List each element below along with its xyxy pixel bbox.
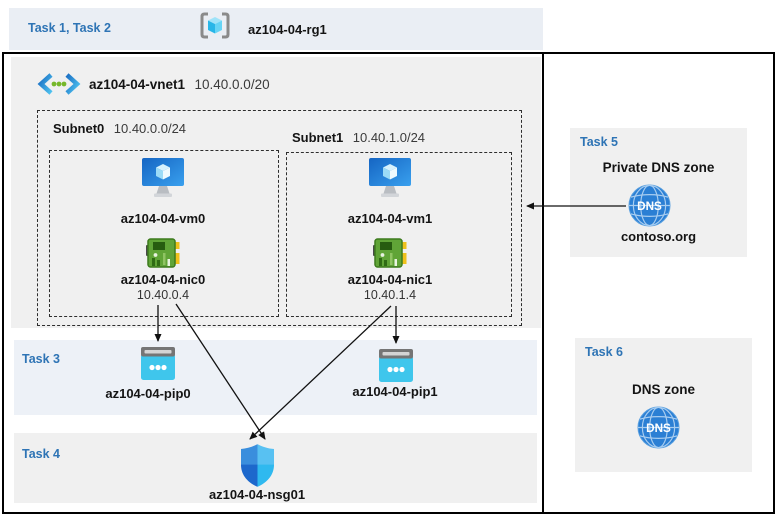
vm1-label: az104-04-vm1 — [347, 211, 433, 226]
task12-label: Task 1, Task 2 — [28, 21, 111, 35]
diagram-vertical-divider — [542, 52, 544, 514]
vnet-area — [11, 57, 541, 328]
nic0-icon — [146, 236, 180, 270]
nic1-icon — [373, 236, 407, 270]
pip0-label: az104-04-pip0 — [105, 386, 191, 401]
task4-label: Task 4 — [22, 447, 60, 461]
nic1-ip: 10.40.1.4 — [363, 288, 417, 302]
subnet1-name: Subnet1 — [292, 130, 344, 145]
resource-group-icon — [200, 12, 230, 39]
task3-label: Task 3 — [22, 352, 60, 366]
resource-group-band: Task 1, Task 2 az104-04-rg1 — [9, 8, 543, 50]
resource-group-name: az104-04-rg1 — [248, 22, 327, 37]
vm1-icon — [369, 158, 411, 198]
subnet1-cidr: 10.40.1.0/24 — [352, 130, 426, 145]
vnet-title: az104-04-vnet1 10.40.0.0/20 — [89, 76, 270, 94]
nic0-label: az104-04-nic0 — [120, 272, 206, 287]
task5-label: Task 5 — [580, 135, 618, 149]
nsg-label: az104-04-nsg01 — [208, 487, 306, 502]
subnet0-dashed-box — [49, 150, 279, 317]
dns-icon-text-1: DNS — [637, 200, 662, 213]
subnet1-dashed-box — [286, 152, 512, 317]
task4-band — [14, 433, 537, 503]
pip1-icon — [379, 349, 413, 382]
dns-icon-text-2: DNS — [646, 422, 671, 435]
vm0-label: az104-04-vm0 — [120, 211, 206, 226]
vnet-icon — [37, 72, 81, 96]
pip1-label: az104-04-pip1 — [352, 384, 438, 399]
private-dns-zone-icon: DNS — [628, 184, 671, 227]
subnet0-name: Subnet0 — [53, 121, 105, 136]
private-dns-zone-title: Private DNS zone — [602, 160, 715, 175]
dns-zone-title: DNS zone — [631, 382, 695, 397]
diagram-outer-rect — [2, 52, 775, 514]
nic1-label: az104-04-nic1 — [347, 272, 433, 287]
vnet-name: az104-04-vnet1 — [89, 77, 186, 92]
subnet1-label: Subnet1 10.40.1.0/24 — [292, 129, 425, 147]
subnet0-label: Subnet0 10.40.0.0/24 — [53, 120, 186, 138]
nsg-shield-icon — [240, 444, 275, 487]
task3-band — [14, 340, 537, 415]
nic0-ip: 10.40.0.4 — [136, 288, 190, 302]
task5-box: Task 5 Private DNS zone DNS contoso.org — [570, 128, 747, 257]
private-dns-zone-name: contoso.org — [620, 229, 697, 244]
task6-box: Task 6 DNS zone DNS — [575, 338, 752, 472]
dns-zone-icon: DNS — [637, 406, 680, 449]
subnet0-cidr: 10.40.0.0/24 — [113, 121, 187, 136]
vm0-icon — [142, 158, 184, 198]
task6-label: Task 6 — [585, 345, 623, 359]
pip0-icon — [141, 347, 175, 380]
vnet-cidr: 10.40.0.0/20 — [194, 77, 270, 92]
